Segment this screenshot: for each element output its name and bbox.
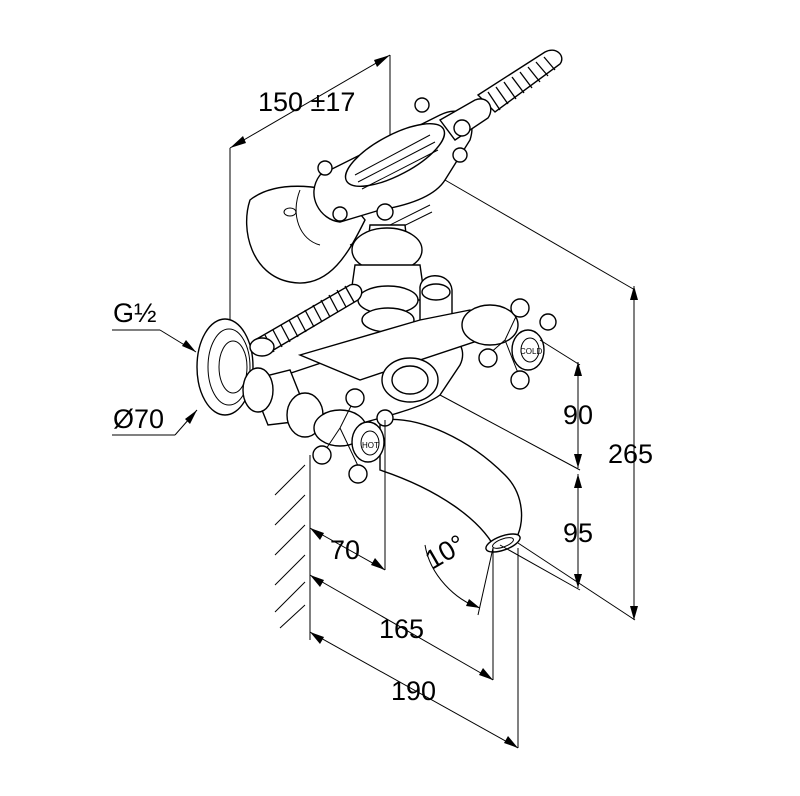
dim-70-label: 70 bbox=[330, 535, 360, 565]
dim-spout-angle: 10° bbox=[420, 529, 494, 620]
hot-handle: HOT bbox=[312, 388, 394, 484]
dim-hose-length-label: 150 ±17 bbox=[258, 87, 355, 117]
cold-label: COLD bbox=[520, 347, 542, 356]
dim-thread: G½ bbox=[112, 298, 197, 353]
hot-label: HOT bbox=[362, 441, 379, 450]
hand-shower bbox=[246, 49, 563, 284]
dim-95-label: 95 bbox=[563, 518, 593, 548]
dim-angle-label: 10° bbox=[420, 529, 470, 575]
dim-rosette-label: Ø70 bbox=[113, 404, 164, 434]
dim-265-label: 265 bbox=[608, 439, 653, 469]
dim-165-label: 165 bbox=[379, 614, 424, 644]
dim-hose-length: 150 ±17 bbox=[229, 54, 391, 360]
wall-hatching bbox=[274, 455, 311, 640]
dim-heights: 90 95 265 bbox=[439, 179, 653, 621]
dim-90-label: 90 bbox=[563, 400, 593, 430]
cold-handle: COLD bbox=[461, 298, 557, 390]
dim-thread-label: G½ bbox=[113, 298, 157, 328]
spout bbox=[379, 418, 523, 553]
dim-190-label: 190 bbox=[391, 676, 436, 706]
shower-hose-top bbox=[476, 49, 563, 113]
dim-rosette: Ø70 bbox=[112, 404, 198, 436]
dim-depths: 70 165 190 bbox=[309, 420, 519, 749]
